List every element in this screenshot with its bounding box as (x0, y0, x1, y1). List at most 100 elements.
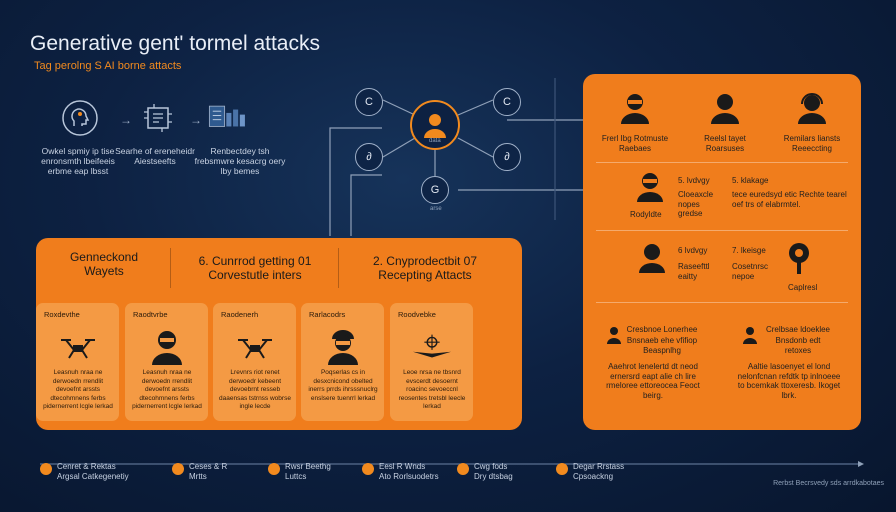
card-text: Lrevnrs riot renet derwoedr kebeent devo… (219, 369, 291, 410)
timeline-sub: Luttcs (285, 472, 307, 481)
agent-icon (424, 114, 446, 138)
person-icon (742, 326, 758, 349)
profile-label: Frerl Ibg Rotmuste Raebaes (601, 134, 669, 153)
hacker-icon (146, 327, 188, 367)
profile-heading: 5. klakage (732, 176, 769, 185)
hacker-icon (322, 327, 364, 367)
profile-sub: Caplresl (788, 283, 818, 292)
card-text: Leasnuh nraa ne derwoedn rrendlit devoef… (43, 369, 113, 410)
timeline-title: Ceses & R (189, 462, 228, 471)
page-subtitle: Tag perolng S AI borne attacts (34, 60, 182, 72)
profile-heading: Cresbnoe Lonerhee (626, 325, 698, 334)
attack-card: Roxdevthe Leasnuh nraa ne derwoedn rrend… (36, 303, 119, 421)
timeline-dot (556, 463, 568, 475)
page-title: Generative gent' tormel attacks (30, 32, 320, 55)
divider (170, 248, 171, 288)
timeline-dot (172, 463, 184, 475)
network-node: ∂ (355, 143, 383, 171)
timeline-sub: Dry dtsbag (474, 472, 513, 481)
network-node: ∂ (493, 143, 521, 171)
profile-text: Cosetnrsc nepoe (732, 262, 769, 281)
step-1-caption: Owkel spmiy ip tise enronsmth lbeifeeis … (41, 146, 115, 176)
node-label: arse (430, 206, 442, 212)
card-text: Poqserlas cs in desxcnicond obelted iner… (308, 369, 378, 402)
drone-icon (234, 327, 276, 367)
divider (338, 248, 339, 288)
node-glyph: ∂ (504, 151, 510, 163)
timeline-sub: Cpsoackng (573, 472, 614, 481)
node-glyph: ∂ (366, 151, 372, 163)
node-glyph: C (503, 96, 511, 108)
card-title: Roxdevthe (44, 310, 80, 319)
divider (596, 230, 848, 231)
crosshair-jet-icon (411, 327, 453, 367)
profile-heading: 6 lvdvgy (678, 246, 708, 255)
server-stack-icon (206, 96, 250, 140)
card-title: Roodvebke (398, 310, 436, 319)
person-icon (606, 326, 622, 349)
attack-card: Raodenerh Lrevnrs riot renet derwoedr ke… (213, 303, 296, 421)
attacker-profiles-panel (583, 74, 861, 430)
attack-card: Roodvebke Leoe nrsa ne tbsnrd evscerdt d… (390, 303, 473, 421)
timeline-title: Degar Rrstass (573, 462, 625, 471)
timeline-dot (457, 463, 469, 475)
step-3-caption: Renbectdey tsh frebsmwre kesacrg oery lb… (194, 146, 286, 176)
divider (596, 302, 848, 303)
card-title: Raodenerh (221, 310, 259, 319)
timeline-title: Eesl R Wnds (379, 462, 426, 471)
column-heading: 2. Cnyprodectbit 07 Recepting Attacts (372, 254, 478, 282)
hacker-icon (620, 92, 650, 129)
timeline-sub: Ato Rorlsuodetrs (379, 472, 439, 481)
card-text: Leasnuh nraa ne derwoedn rrendlit devoef… (132, 369, 202, 410)
profile-heading: Crelbsae ldoeklee (765, 325, 831, 334)
card-text: Leoe nrsa ne tbsnrd evscerdt desoernt ro… (398, 369, 466, 410)
attack-card: Raodtvrbe Leasnuh nraa ne derwoedn rrend… (125, 303, 208, 421)
profile-heading: 5. lvdvgy (678, 176, 710, 185)
timeline-title: Rwsr Beethg (285, 462, 331, 471)
arrow-right-icon: → (190, 113, 202, 127)
hacker-headset-icon (796, 92, 828, 129)
profile-text: tece euredsyd etic Rechte tearel oef trs… (732, 190, 847, 209)
profile-text: Raseefttl eaitty (678, 262, 710, 281)
head-profile-icon (58, 96, 102, 140)
chip-circuit-icon (136, 96, 180, 140)
profile-text: Cloeaxcle nopes gredse (678, 190, 714, 218)
profile-label: Remilars liansts Reeeccting (783, 134, 841, 153)
profile-sub: Rodyldte (630, 210, 662, 219)
network-node: C (355, 88, 383, 116)
timeline-title: Cenret & Rektas (57, 462, 116, 471)
drone-icon (57, 327, 99, 367)
network-node: C (493, 88, 521, 116)
timeline-sub: Mrtts (189, 472, 207, 481)
timeline-title: Cwg fods (474, 462, 508, 471)
timeline-dot (40, 463, 52, 475)
arrow-right-icon: → (120, 113, 132, 127)
profile-detail: Aaltie lasoenyet el lond nelonfcnan refd… (737, 362, 841, 400)
profile-text: Bnsdonb edt retoxes (775, 336, 821, 355)
divider (596, 162, 848, 163)
timeline-dot (268, 463, 280, 475)
profile-text: Bnsnaeb ehe vfifiop Beaspnlhg (626, 336, 698, 355)
profile-label: Reelsl tayet Roarsuses (704, 134, 746, 153)
network-node: G (421, 176, 449, 204)
attack-card: Rarlacodrs Poqserlas cs in desxcnicond o… (301, 303, 384, 421)
hacker-icon (710, 92, 740, 129)
node-glyph: C (365, 96, 373, 108)
wrench-gear-icon (786, 242, 812, 281)
center-node-label: data (429, 138, 441, 144)
node-glyph: G (430, 184, 440, 196)
column-heading: Genneckond Wayets (69, 250, 139, 278)
card-title: Raodtvrbe (133, 310, 168, 319)
footer-note: Rerbst Becrsvedy sds arrdkabotaes (773, 480, 884, 487)
card-title: Rarlacodrs (309, 310, 346, 319)
timeline-sub: Argsal Catkegenetiy (57, 472, 129, 481)
step-2-caption: Searhe of ereneheidr Aiestseefts (115, 146, 195, 166)
hacker-icon (636, 172, 664, 207)
center-agent-node (410, 100, 460, 150)
